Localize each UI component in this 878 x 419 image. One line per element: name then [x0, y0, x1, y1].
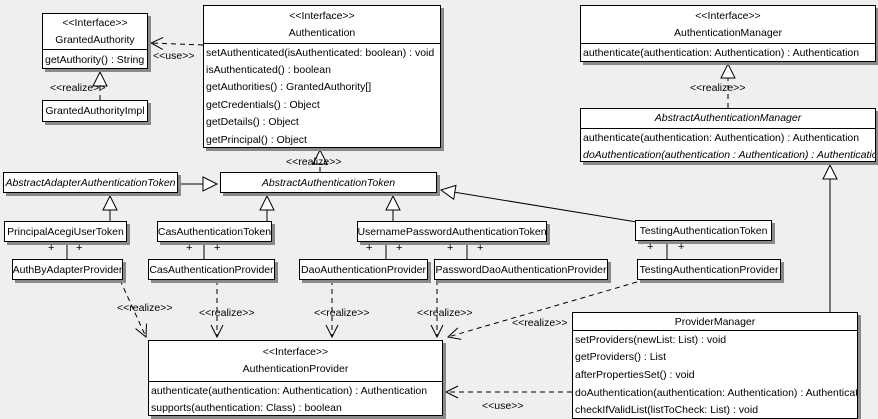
edge-label-realize: <<realize>> — [50, 82, 106, 94]
class-name: AbstractAuthenticationManager — [654, 112, 802, 124]
edge-realize-authbyadapterprovider — [119, 279, 147, 339]
class-member: authenticate(authentication: Authenticat… — [583, 47, 860, 59]
stereotype-label: <<Interface>> — [695, 9, 761, 22]
edge-extends-testingauthenticationtoken — [439, 184, 638, 223]
class-name: Authentication — [288, 26, 356, 39]
multiplicity-plus: + — [678, 241, 685, 253]
class-member: authenticate(authentication: Authenticat… — [151, 384, 428, 397]
multiplicity-plus: + — [477, 242, 484, 254]
class-title: <<Interface>> AuthenticationProvider — [149, 341, 442, 382]
class-authentication[interactable]: <<Interface>> Authentication setAuthenti… — [203, 5, 441, 148]
class-name: ProviderManager — [674, 315, 756, 328]
multiplicity-plus: + — [447, 242, 454, 254]
edge-use-authentication-grantedauthority — [149, 37, 204, 50]
class-username-password-authentication-token[interactable]: UsernamePasswordAuthenticationToken — [357, 221, 547, 242]
class-authentication-provider[interactable]: <<Interface>> AuthenticationProvider aut… — [148, 340, 443, 416]
class-name: DaoAuthenticationProvider — [301, 263, 426, 276]
class-name: AbstractAuthenticationToken — [261, 176, 396, 189]
class-name: AuthByAdapterProvider — [13, 263, 122, 276]
class-provider-manager[interactable]: ProviderManager setProviders(newList: Li… — [572, 312, 858, 419]
class-member: isAuthenticated() : boolean — [206, 64, 331, 77]
class-name: CasAuthenticationProvider — [149, 263, 274, 276]
multiplicity-plus: + — [366, 242, 373, 254]
class-name: TestingAuthenticationToken — [639, 224, 768, 237]
class-cas-authentication-provider[interactable]: CasAuthenticationProvider — [148, 259, 275, 280]
class-member: doAuthentication(authentication : Authen… — [583, 148, 875, 161]
multiplicity-plus: + — [214, 242, 221, 254]
class-name: AbstractAdapterAuthenticationToken — [5, 176, 176, 189]
edge-realize-testingauthenticationprovider — [446, 281, 638, 340]
class-name: PasswordDaoAuthenticationProvider — [435, 263, 607, 276]
class-name: AuthenticationProvider — [242, 363, 349, 375]
multiplicity-plus: + — [396, 242, 403, 254]
class-member: getAuthority() : String — [45, 53, 145, 66]
edge-label-realize: <<realize>> — [286, 156, 342, 168]
edge-label-realize: <<realize>> — [117, 302, 173, 314]
edge-label-use: <<use>> — [482, 400, 524, 412]
class-abstract-adapter-authentication-token[interactable]: AbstractAdapterAuthenticationToken — [3, 172, 178, 193]
class-title: ProviderManager — [573, 313, 857, 331]
class-name: CasAuthenticationToken — [158, 225, 271, 238]
class-principal-acegi-user-token[interactable]: PrincipalAcegiUserToken — [4, 221, 127, 242]
class-member: doAuthentication(authentication: Authent… — [575, 386, 857, 399]
edge-label-realize: <<realize>> — [199, 307, 255, 319]
class-name: PrincipalAcegiUserToken — [7, 225, 124, 238]
class-auth-by-adapter-provider[interactable]: AuthByAdapterProvider — [12, 259, 123, 280]
edge-label-realize: <<realize>> — [417, 307, 473, 319]
class-authentication-manager[interactable]: <<Interface>> AuthenticationManager auth… — [580, 5, 876, 62]
class-member: setProviders(newList: List) : void — [575, 333, 727, 346]
edge-label-realize: <<realize>> — [314, 307, 370, 319]
class-cas-authentication-token[interactable]: CasAuthenticationToken — [157, 221, 272, 242]
class-member: getAuthorities() : GrantedAuthority[] — [206, 81, 372, 94]
class-name: UsernamePasswordAuthenticationToken — [358, 225, 546, 238]
edge-label-use: <<use>> — [153, 50, 195, 62]
class-testing-authentication-provider[interactable]: TestingAuthenticationProvider — [637, 259, 781, 280]
class-member: authenticate(authentication: Authenticat… — [583, 131, 860, 144]
class-abstract-authentication-token[interactable]: AbstractAuthenticationToken — [220, 172, 437, 193]
edge-label-realize: <<realize>> — [512, 317, 568, 329]
class-password-dao-authentication-provider[interactable]: PasswordDaoAuthenticationProvider — [434, 259, 608, 280]
class-member: supports(authentication: Class) : boolea… — [151, 402, 342, 415]
class-abstract-authentication-manager[interactable]: AbstractAuthenticationManager authentica… — [580, 108, 876, 162]
multiplicity-plus: + — [76, 242, 83, 254]
multiplicity-plus: + — [186, 242, 193, 254]
class-title: <<Interface>> AuthenticationManager — [581, 6, 875, 44]
edge-label-realize: <<realize>> — [690, 82, 746, 94]
class-title: AbstractAuthenticationManager — [581, 109, 875, 129]
class-granted-authority-impl[interactable]: GrantedAuthorityImpl — [42, 100, 148, 122]
class-granted-authority[interactable]: <<Interface>> GrantedAuthority getAuthor… — [42, 13, 148, 69]
multiplicity-plus: + — [48, 242, 55, 254]
multiplicity-plus: + — [647, 241, 654, 253]
stereotype-label: <<Interface>> — [289, 9, 355, 22]
class-name: GrantedAuthority — [55, 33, 135, 46]
class-dao-authentication-provider[interactable]: DaoAuthenticationProvider — [299, 259, 428, 280]
class-member: getCredentials() : Object — [206, 98, 320, 111]
class-member: checkIfValidList(listToCheck: List) : vo… — [575, 404, 759, 417]
class-title: <<Interface>> Authentication — [204, 6, 440, 44]
class-member: afterPropertiesSet() : void — [575, 368, 695, 381]
class-name: TestingAuthenticationProvider — [639, 263, 779, 276]
class-member: getProviders() : List — [575, 351, 667, 364]
stereotype-label: <<Interface>> — [62, 16, 128, 29]
class-name: AuthenticationManager — [674, 26, 782, 39]
class-name: GrantedAuthorityImpl — [45, 105, 145, 117]
class-member: getPrincipal() : Object — [206, 133, 307, 146]
stereotype-label: <<Interface>> — [262, 346, 329, 358]
class-testing-authentication-token[interactable]: TestingAuthenticationToken — [635, 220, 772, 241]
class-member: getDetails() : Object — [206, 116, 299, 129]
class-member: setAuthenticated(isAuthenticated: boolea… — [206, 46, 435, 59]
class-title: <<Interface>> GrantedAuthority — [43, 14, 147, 50]
